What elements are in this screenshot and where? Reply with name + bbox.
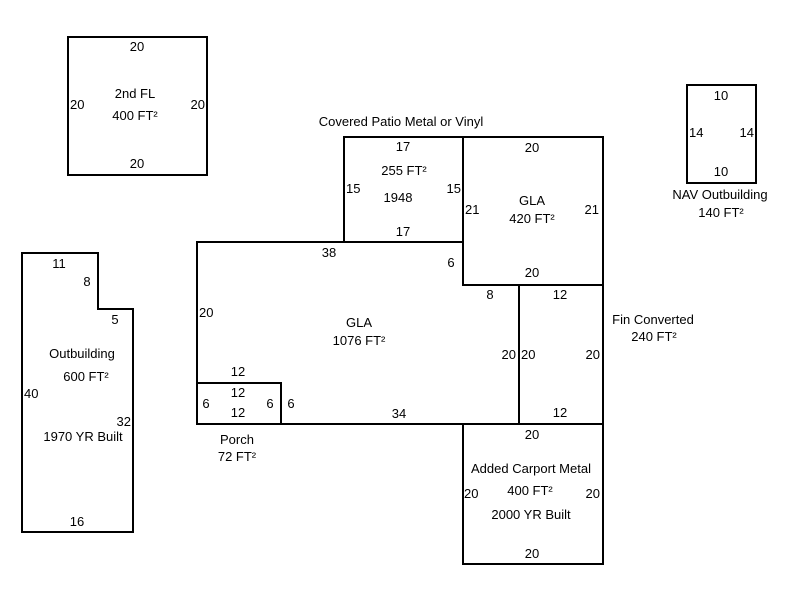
- area-nav-outbuilding[interactable]: 10 10 14 14 NAV Outbuilding 140 FT²: [672, 84, 768, 220]
- dim-right: 6: [266, 396, 273, 411]
- area-label: GLA: [346, 315, 372, 330]
- area-label: 2nd FL: [115, 86, 155, 101]
- area-second-floor[interactable]: 20 20 20 20 2nd FL 400 FT²: [67, 36, 208, 176]
- dim-left: 6: [202, 396, 209, 411]
- dim-left: 15: [346, 181, 360, 196]
- area-gla-main[interactable]: 38 6 8 20 20 34 12 6 GLA 1076 FT²: [196, 241, 520, 425]
- area-covered-patio[interactable]: Covered Patio Metal or Vinyl 17 17 15 15…: [319, 114, 484, 243]
- dim-porch-side: 6: [287, 396, 294, 411]
- area-size: 72 FT²: [218, 449, 257, 464]
- dim-step-horizontal: 8: [486, 287, 493, 302]
- dim-porch-top: 12: [231, 364, 245, 379]
- dim-bottom: 12: [553, 405, 567, 420]
- area-size: 600 FT²: [63, 369, 109, 384]
- area-size: 420 FT²: [509, 211, 555, 226]
- dim-bottom: 20: [130, 156, 144, 171]
- dim-top: 38: [322, 245, 336, 260]
- dim-step-vertical: 6: [447, 255, 454, 270]
- dim-top: 10: [714, 88, 728, 103]
- area-size: 400 FT²: [507, 483, 553, 498]
- area-outbuilding[interactable]: 11 8 5 40 32 16 Outbuilding 600 FT² 1970…: [21, 252, 134, 533]
- dim-bottom: 20: [525, 546, 539, 561]
- porch-outline: [196, 382, 282, 425]
- area-label: NAV Outbuilding: [672, 187, 767, 202]
- dim-top: 20: [130, 39, 144, 54]
- dim-right: 20: [502, 347, 516, 362]
- area-label: Porch: [220, 432, 254, 447]
- dim-right: 14: [740, 125, 754, 140]
- dim-top: 17: [396, 139, 410, 154]
- area-size: 1076 FT²: [333, 333, 386, 348]
- dim-left: 20: [464, 486, 478, 501]
- dim-right: 32: [117, 414, 131, 429]
- dim-left: 20: [521, 347, 535, 362]
- area-label: Fin Converted: [612, 312, 694, 327]
- area-size: 400 FT²: [112, 108, 158, 123]
- dim-top: 12: [553, 287, 567, 302]
- dim-left: 21: [465, 202, 479, 217]
- dim-right: 20: [191, 97, 205, 112]
- area-year: 1948: [384, 190, 413, 205]
- dim-bottom: 34: [392, 406, 406, 421]
- area-fin-converted[interactable]: 12 12 20 20 Fin Converted 240 FT²: [518, 284, 694, 425]
- dim-notch-horizontal: 5: [111, 312, 118, 327]
- dim-bottom: 16: [70, 514, 84, 529]
- area-year-built: 1970 YR Built: [43, 429, 123, 444]
- dim-left: 14: [689, 125, 703, 140]
- carport-outline: [462, 423, 604, 565]
- area-carport[interactable]: 20 20 20 20 Added Carport Metal 400 FT² …: [462, 423, 604, 565]
- dim-right: 20: [586, 486, 600, 501]
- dim-bottom: 10: [714, 164, 728, 179]
- area-label: Covered Patio Metal or Vinyl: [319, 114, 484, 129]
- dim-left: 40: [24, 386, 38, 401]
- dim-left: 20: [199, 305, 213, 320]
- nav-outbuilding-outline: [686, 84, 757, 184]
- dim-top: 20: [525, 427, 539, 442]
- dim-bottom: 20: [525, 265, 539, 280]
- dim-bottom: 12: [231, 405, 245, 420]
- dim-left: 20: [70, 97, 84, 112]
- area-label: Outbuilding: [49, 346, 115, 361]
- area-size: 140 FT²: [698, 205, 744, 220]
- dim-top: 12: [231, 385, 245, 400]
- area-label: Added Carport Metal: [471, 461, 591, 476]
- area-size: 255 FT²: [381, 163, 427, 178]
- area-gla-upper[interactable]: 20 20 21 21 GLA 420 FT²: [462, 136, 604, 286]
- dim-right: 20: [586, 347, 600, 362]
- dim-right: 21: [585, 202, 599, 217]
- dim-notch-vertical: 8: [83, 274, 90, 289]
- area-porch[interactable]: 12 12 6 6 Porch 72 FT²: [196, 382, 282, 464]
- area-size: 240 FT²: [631, 329, 677, 344]
- area-year-built: 2000 YR Built: [491, 507, 571, 522]
- second-floor-outline: [67, 36, 208, 176]
- dim-right: 15: [447, 181, 461, 196]
- outbuilding-outline: [21, 252, 134, 533]
- dim-top: 11: [52, 256, 66, 271]
- dim-top: 20: [525, 140, 539, 155]
- area-label: GLA: [519, 193, 545, 208]
- dim-bottom: 17: [396, 224, 410, 239]
